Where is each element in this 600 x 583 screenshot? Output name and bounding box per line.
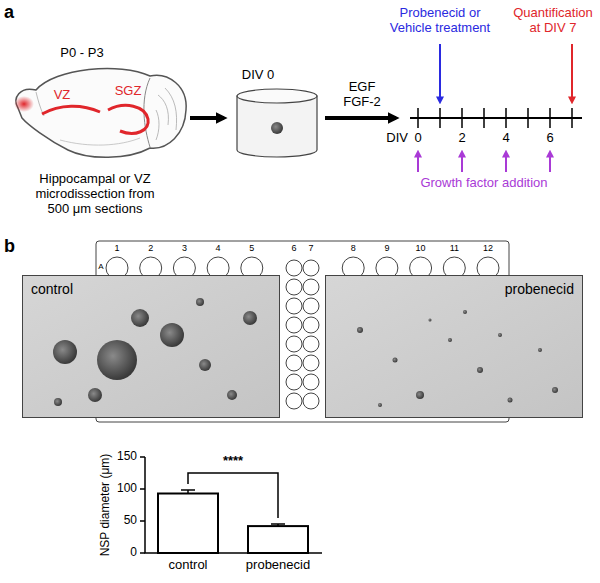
well-number: 11 bbox=[450, 243, 459, 253]
row-letter: A bbox=[98, 262, 103, 271]
well-number: 6 bbox=[291, 243, 296, 253]
well-number: 9 bbox=[384, 243, 389, 253]
growth-factor-label: EGF FGF-2 bbox=[337, 80, 387, 110]
photo-panel: probenecid bbox=[325, 275, 583, 418]
tick-label: 100 bbox=[117, 482, 137, 496]
method-note: Hippocampal or VZ microdissection from 5… bbox=[25, 172, 165, 217]
tick-label: 2 bbox=[458, 131, 465, 146]
well-number: 3 bbox=[182, 243, 187, 253]
well-number: 2 bbox=[148, 243, 153, 253]
treatment-label: Probenecid or Vehicle treatment bbox=[378, 6, 503, 36]
tick-label: 150 bbox=[117, 450, 137, 464]
category-label: control bbox=[168, 558, 207, 573]
well-number: 1 bbox=[114, 243, 119, 253]
micrograph bbox=[22, 275, 583, 418]
bar-chart bbox=[140, 457, 322, 553]
photo-label: control bbox=[23, 276, 279, 302]
quantification-label: Quantification at DIV 7 bbox=[510, 6, 596, 36]
process-arrow bbox=[190, 116, 224, 120]
photo-label: probenecid bbox=[326, 276, 582, 302]
well-number: 12 bbox=[483, 243, 493, 253]
tick-label: 6 bbox=[546, 131, 553, 146]
significance-stars: **** bbox=[223, 454, 243, 469]
category-label: probenecid bbox=[246, 558, 310, 573]
photo-panel: control bbox=[22, 275, 280, 418]
axis-title: DIV bbox=[386, 131, 408, 146]
panel-letter: b bbox=[4, 236, 15, 257]
timeline bbox=[410, 44, 582, 172]
well-number: 7 bbox=[308, 243, 313, 253]
panel-letter: a bbox=[4, 2, 14, 23]
well-number: 5 bbox=[249, 243, 254, 253]
brain-section bbox=[14, 68, 186, 157]
tick-label: 50 bbox=[124, 514, 137, 528]
axis-title: NSP diameter (μm) bbox=[99, 454, 113, 557]
region-label: VZ bbox=[54, 88, 71, 103]
tick-label: 4 bbox=[502, 131, 509, 146]
age-label: P0 - P3 bbox=[60, 46, 103, 61]
well-number: 4 bbox=[216, 243, 221, 253]
culture-dish bbox=[237, 89, 317, 157]
well-number: 8 bbox=[351, 243, 356, 253]
well-number: 10 bbox=[416, 243, 426, 253]
tick-label: 0 bbox=[130, 546, 137, 560]
process-arrow bbox=[325, 116, 396, 120]
region-label: SGZ bbox=[115, 84, 142, 99]
timepoint-label: DIV 0 bbox=[242, 68, 275, 83]
event-label: Growth factor addition bbox=[420, 176, 547, 191]
tick-label: 0 bbox=[414, 131, 421, 146]
